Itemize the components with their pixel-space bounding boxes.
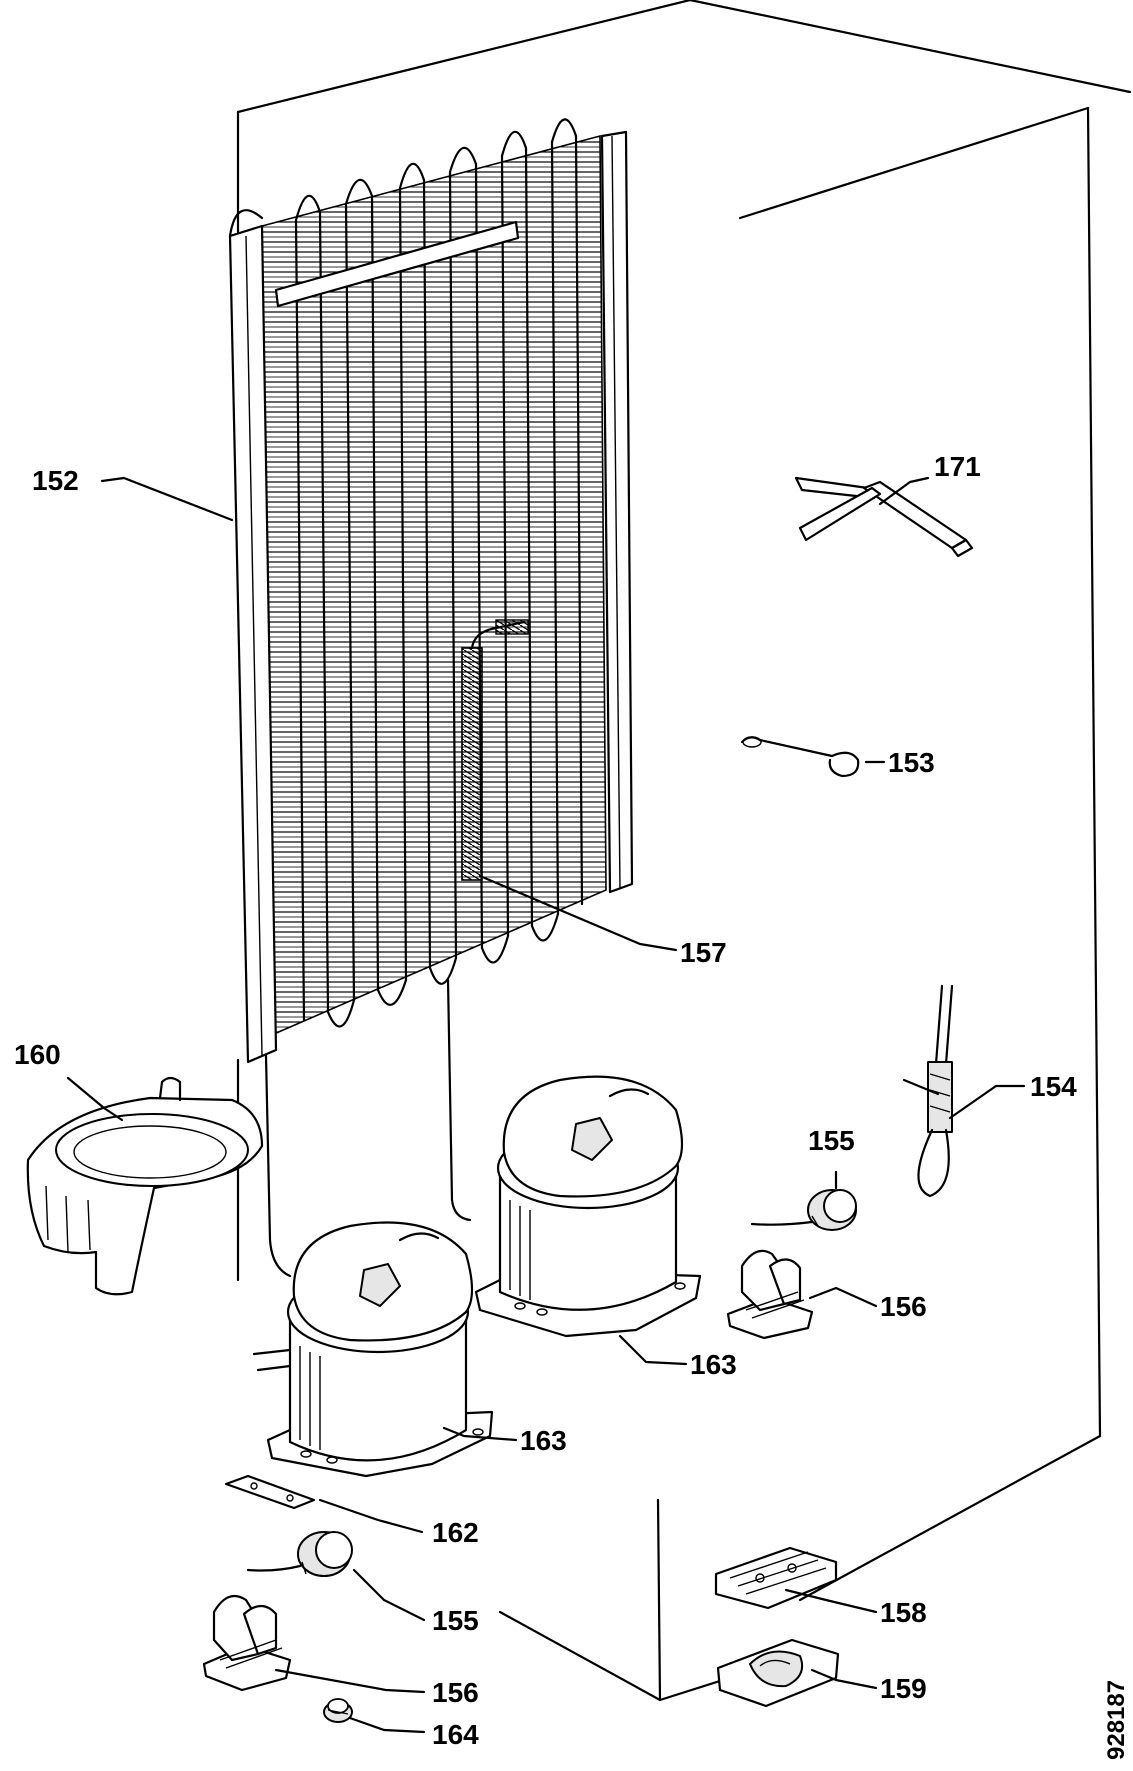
label-158: 158	[880, 1597, 927, 1628]
label-156-top: 156	[880, 1291, 927, 1322]
clip-153	[740, 736, 860, 778]
part-labels: 152 171 153 157 154 160 155 156 163 163 …	[14, 451, 1130, 1760]
plate-158	[714, 1546, 838, 1610]
label-152: 152	[32, 465, 79, 496]
label-171: 171	[934, 451, 981, 482]
label-157: 157	[680, 937, 727, 968]
grommet-164	[323, 1698, 353, 1723]
bracket-171	[794, 476, 974, 558]
cover-159	[716, 1638, 840, 1708]
relay-155-bottom	[246, 1531, 353, 1577]
cabinet-outline	[236, 0, 1132, 1702]
condenser-152	[228, 118, 634, 1278]
holder-156-bottom	[202, 1594, 292, 1692]
label-153: 153	[888, 747, 935, 778]
label-156-bottom: 156	[432, 1677, 479, 1708]
holder-156-top	[726, 1249, 814, 1340]
reference-code: 928187	[1103, 1680, 1130, 1760]
drier-coil-157	[461, 619, 529, 881]
leader-lines	[66, 476, 1026, 1734]
tray-160	[26, 1076, 264, 1296]
label-154: 154	[1030, 1071, 1077, 1102]
label-162: 162	[432, 1517, 479, 1548]
label-159: 159	[880, 1673, 927, 1704]
compressor-163-right	[474, 1075, 702, 1338]
label-164: 164	[432, 1719, 479, 1750]
label-155-top: 155	[808, 1125, 855, 1156]
label-155-bottom: 155	[432, 1605, 479, 1636]
label-160: 160	[14, 1039, 61, 1070]
label-163-right: 163	[690, 1349, 737, 1380]
plate-162	[224, 1474, 316, 1510]
relay-155-top	[750, 1189, 857, 1231]
compressor-163-left	[252, 1221, 494, 1478]
sensor-154	[902, 984, 954, 1198]
label-163-left: 163	[520, 1425, 567, 1456]
